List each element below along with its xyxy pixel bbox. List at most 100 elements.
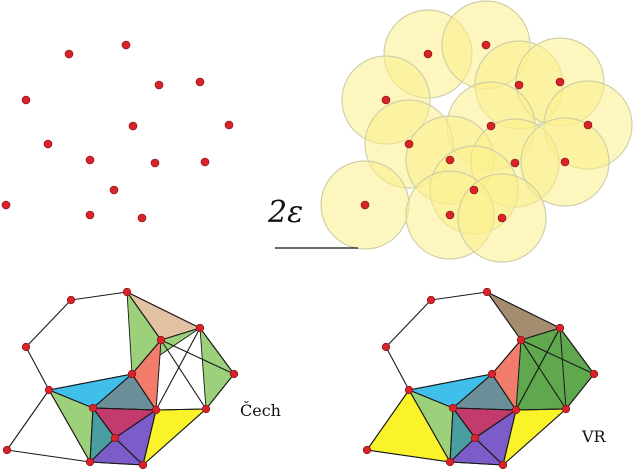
complex-vertex xyxy=(482,287,492,297)
simplex-edge xyxy=(114,409,157,439)
complex-vertex xyxy=(470,433,480,443)
complex-vertex xyxy=(156,335,166,345)
simplex-edge xyxy=(199,327,235,375)
simplex-edge xyxy=(89,407,94,463)
cloud-point xyxy=(137,213,147,223)
simplex-edge xyxy=(6,389,50,451)
simplex-edge xyxy=(520,327,561,341)
complex-vertex xyxy=(589,369,599,379)
complex-vertex xyxy=(561,404,571,414)
simplex-edge xyxy=(48,389,91,463)
simplex-edge xyxy=(474,437,504,466)
simplex-edge xyxy=(515,327,561,411)
simplex-edge xyxy=(449,461,504,466)
simplex-edge xyxy=(25,299,72,348)
simplex-edge xyxy=(385,299,432,348)
ball-center-point xyxy=(560,157,570,167)
simplex-edge xyxy=(452,407,476,439)
cloud-point xyxy=(154,80,164,90)
simplex-edge xyxy=(452,373,493,409)
complex-vertex xyxy=(511,405,521,415)
cloud-point xyxy=(224,120,234,130)
complex-vertex xyxy=(88,403,98,413)
simplex-edge xyxy=(114,437,144,466)
simplex-edge xyxy=(430,291,488,301)
simplex-edge xyxy=(131,339,162,375)
complex-vertex xyxy=(2,445,12,455)
simplex-edge xyxy=(452,407,517,411)
ball-center-point xyxy=(469,185,479,195)
complex-vertex xyxy=(195,323,205,333)
simplex-edge xyxy=(70,291,128,301)
simplex-edge xyxy=(486,291,561,329)
complex-vertex xyxy=(151,405,161,415)
simplex-edge xyxy=(155,327,201,411)
simplex-edge xyxy=(205,373,235,410)
complex-vertex xyxy=(66,295,76,305)
cloud-point xyxy=(85,210,95,220)
simplex-edge xyxy=(48,373,133,391)
complex-vertex xyxy=(404,385,414,395)
complex-vertex xyxy=(498,460,508,470)
simplex-edge xyxy=(25,346,50,391)
simplex-edge xyxy=(502,408,567,466)
ball-center-point xyxy=(404,139,414,149)
simplex-edge xyxy=(559,327,595,375)
simplex-edge xyxy=(491,373,517,411)
ball-center-point xyxy=(583,120,593,130)
simplex-edge xyxy=(565,373,595,410)
complex-vertex xyxy=(448,403,458,413)
simplex-edge xyxy=(408,389,454,409)
simplex-edge xyxy=(89,461,144,466)
ball-center-point xyxy=(360,200,370,210)
ball-center-point xyxy=(486,121,496,131)
cloud-point xyxy=(195,77,205,87)
complex-vertex xyxy=(138,460,148,470)
simplex-edge xyxy=(366,449,451,463)
simplex-edge xyxy=(92,407,116,439)
complex-vertex xyxy=(229,369,239,379)
simplex-edge xyxy=(408,373,493,391)
complex-vertex xyxy=(426,295,436,305)
cech-label: Čech xyxy=(240,400,281,420)
simplex-edge xyxy=(155,408,207,411)
cloud-point xyxy=(43,139,53,149)
cloud-point xyxy=(21,95,31,105)
epsilon-balls xyxy=(320,0,633,263)
vr-label: VR xyxy=(581,427,607,446)
cloud-point xyxy=(200,157,210,167)
ball-center-point xyxy=(381,95,391,105)
point-cloud xyxy=(1,40,234,223)
simplex-edge xyxy=(6,449,91,463)
ball-center-point xyxy=(423,49,433,59)
simplex-edge xyxy=(92,373,133,409)
simplex-edge xyxy=(89,437,116,463)
complex-vertex xyxy=(201,404,211,414)
ball-center-point xyxy=(510,158,520,168)
complex-vertex xyxy=(122,287,132,297)
complex-vertex xyxy=(487,369,497,379)
ball-center-point xyxy=(497,213,507,223)
cloud-point xyxy=(150,158,160,168)
simplex-edge xyxy=(502,409,517,466)
simplex-edge xyxy=(92,407,157,411)
complex-vertex xyxy=(44,385,54,395)
simplex-edge xyxy=(520,339,595,375)
ball-center-point xyxy=(555,77,565,87)
complex-vertex xyxy=(127,369,137,379)
simplex-edge xyxy=(449,407,454,463)
simplex-edge xyxy=(131,373,157,411)
simplex-edge xyxy=(126,291,162,341)
simplex-edge xyxy=(160,339,207,410)
complex-vertex xyxy=(21,342,31,352)
simplex-edge xyxy=(486,291,522,341)
epsilon-label: 2ε xyxy=(267,195,303,230)
cech-complex xyxy=(2,287,239,470)
cloud-point xyxy=(109,185,119,195)
simplex-triangle xyxy=(199,327,235,410)
complex-vertex xyxy=(381,342,391,352)
cloud-point xyxy=(64,49,74,59)
ball-center-point xyxy=(445,155,455,165)
complex-vertex xyxy=(445,457,455,467)
